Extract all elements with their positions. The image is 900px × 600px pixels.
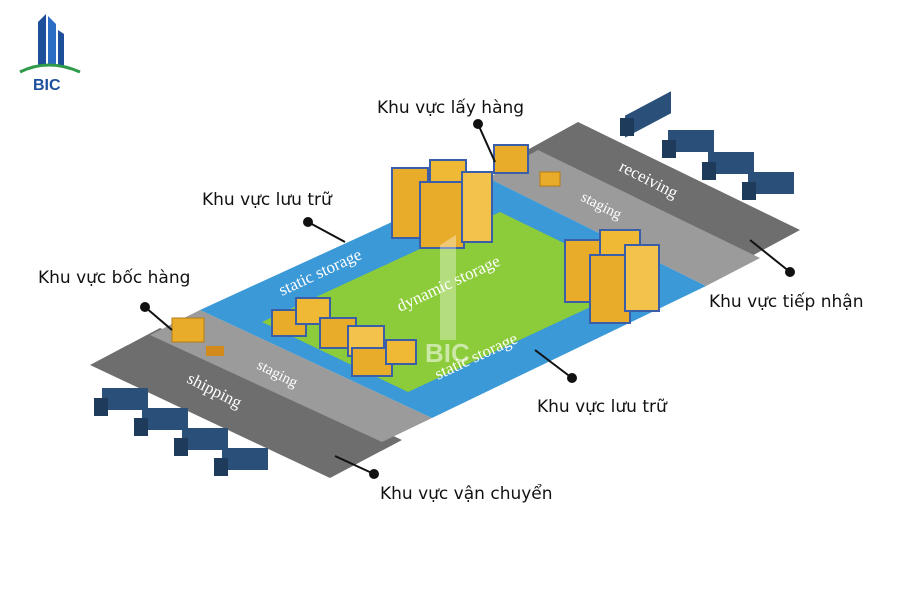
leader-picking bbox=[478, 124, 495, 162]
watermark-building bbox=[440, 235, 456, 340]
pallet-picking bbox=[540, 172, 560, 186]
callout-storage-right: Khu vực lưu trữ bbox=[537, 397, 667, 417]
truck-receiving-2 bbox=[662, 130, 714, 158]
callout-storage-left: Khu vực lưu trữ bbox=[202, 190, 332, 210]
pallet-loading bbox=[172, 318, 204, 342]
forklift-loading bbox=[206, 346, 224, 356]
callout-picking: Khu vực lấy hàng bbox=[377, 98, 524, 118]
callout-shipping: Khu vực vận chuyển bbox=[380, 484, 553, 504]
leader-storage-left bbox=[308, 222, 345, 242]
truck-receiving-4 bbox=[742, 172, 794, 200]
truck-receiving-1 bbox=[620, 91, 671, 137]
bic-logo: BIC bbox=[20, 14, 80, 94]
truck-receiving-3 bbox=[702, 152, 754, 180]
leader-loading bbox=[145, 307, 172, 330]
truck-shipping-2 bbox=[134, 408, 188, 436]
watermark-text: BIC bbox=[425, 338, 470, 368]
truck-shipping-3 bbox=[174, 428, 228, 456]
logo-text: BIC bbox=[33, 77, 61, 94]
truck-shipping-1 bbox=[94, 388, 148, 416]
truck-shipping-4 bbox=[214, 448, 268, 476]
callout-loading: Khu vực bốc hàng bbox=[38, 268, 190, 288]
callout-receiving: Khu vực tiếp nhận bbox=[709, 292, 863, 312]
